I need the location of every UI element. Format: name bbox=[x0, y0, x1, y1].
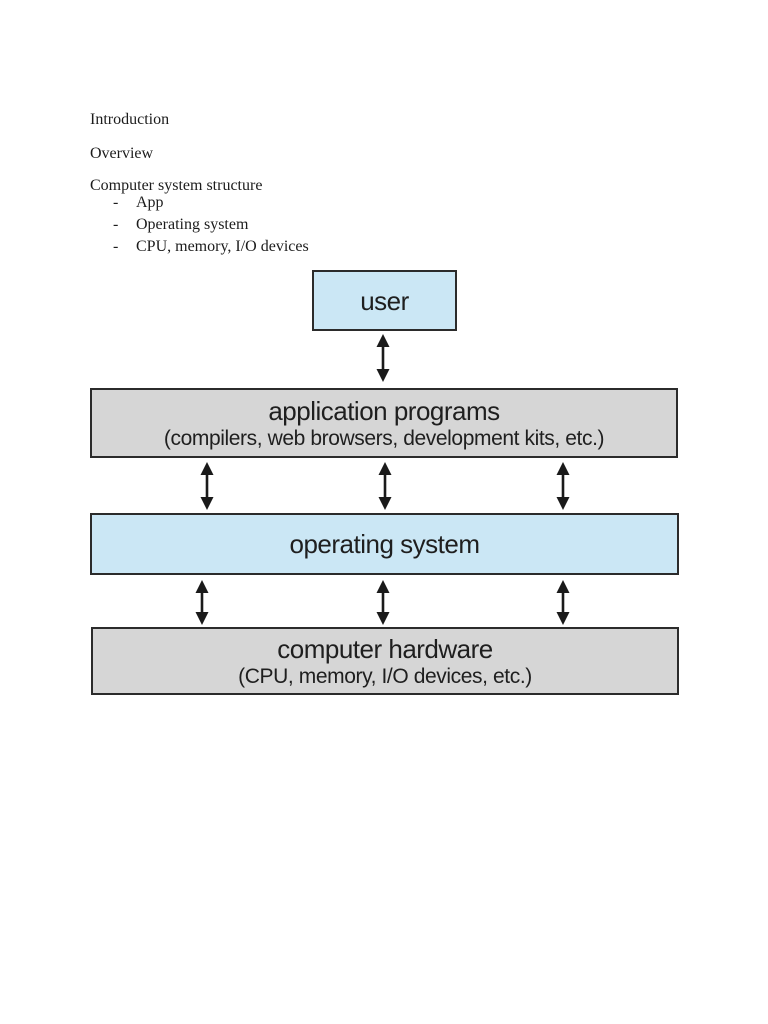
double-arrow-icon bbox=[376, 580, 390, 625]
double-arrow-icon bbox=[195, 580, 209, 625]
user-box: user bbox=[312, 270, 457, 331]
operating-system-label: operating system bbox=[289, 529, 480, 559]
double-arrow-icon bbox=[556, 462, 570, 510]
bullet-marker: - bbox=[113, 194, 119, 211]
bullet-text: App bbox=[136, 194, 164, 211]
operating-system-box: operating system bbox=[90, 513, 679, 575]
bullet-list: -App -Operating system -CPU, memory, I/O… bbox=[113, 192, 309, 258]
bullet-text: Operating system bbox=[136, 216, 249, 233]
list-item: -CPU, memory, I/O devices bbox=[113, 236, 309, 258]
bullet-marker: - bbox=[113, 216, 119, 233]
double-arrow-icon bbox=[378, 462, 392, 510]
application-programs-box: application programs (compilers, web bro… bbox=[90, 388, 678, 458]
double-arrow-icon bbox=[376, 334, 390, 382]
double-arrow-icon bbox=[200, 462, 214, 510]
list-item: -App bbox=[113, 192, 309, 214]
application-programs-sublabel: (compilers, web browsers, development ki… bbox=[163, 426, 605, 450]
heading-introduction: Introduction bbox=[90, 111, 170, 128]
heading-computer-system-structure: Computer system structure bbox=[90, 177, 263, 194]
computer-hardware-label: computer hardware bbox=[277, 633, 493, 664]
heading-overview: Overview bbox=[90, 145, 154, 162]
list-item: -Operating system bbox=[113, 214, 309, 236]
computer-hardware-sublabel: (CPU, memory, I/O devices, etc.) bbox=[238, 664, 532, 688]
bullet-marker: - bbox=[113, 238, 119, 255]
user-box-label: user bbox=[360, 285, 409, 316]
application-programs-label: application programs bbox=[268, 395, 500, 426]
double-arrow-icon bbox=[556, 580, 570, 625]
computer-hardware-box: computer hardware (CPU, memory, I/O devi… bbox=[91, 627, 679, 695]
bullet-text: CPU, memory, I/O devices bbox=[136, 238, 309, 255]
